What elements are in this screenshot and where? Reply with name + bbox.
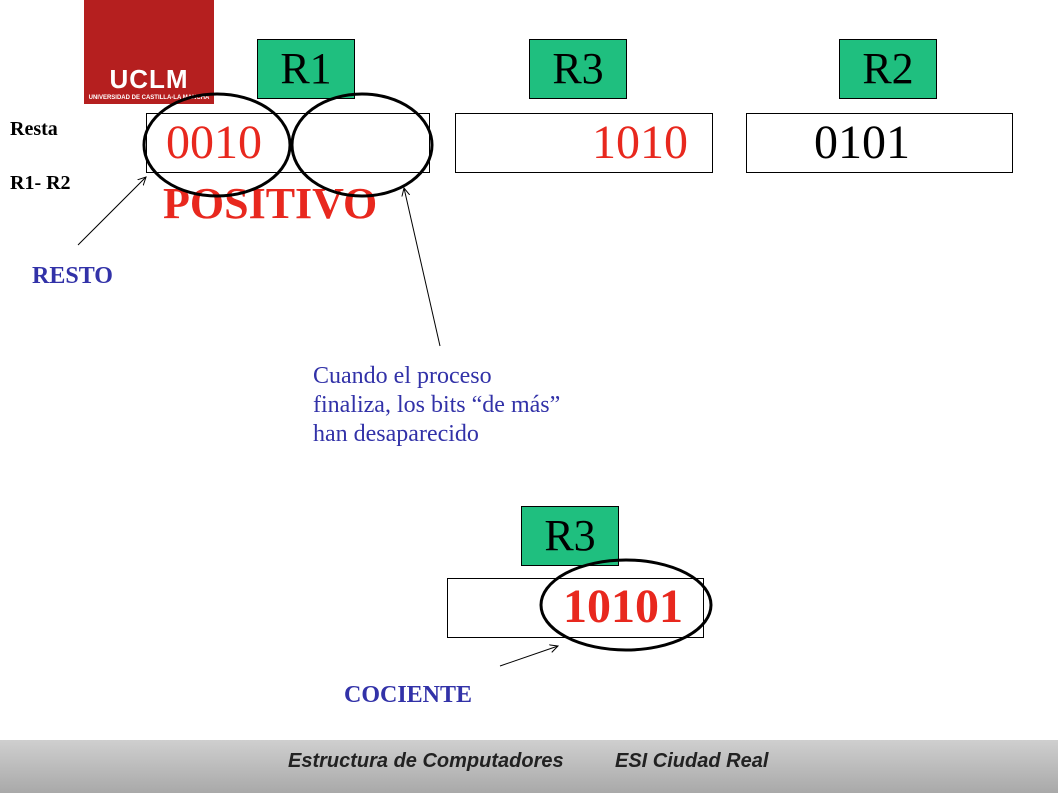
operation-label-line1: Resta — [10, 118, 58, 140]
footer-bar: Estructura de Computadores ESI Ciudad Re… — [0, 740, 1058, 793]
register-label-r3-bottom: R3 — [521, 506, 619, 566]
register-box-r1 — [146, 113, 430, 173]
register-label-r3-top: R3 — [529, 39, 627, 99]
ellipse-extra-bits — [290, 92, 434, 198]
footer-school: ESI Ciudad Real — [615, 750, 769, 772]
note-line-1: Cuando el proceso — [313, 363, 492, 389]
logo-wordmark: UCLM — [109, 64, 189, 94]
arrow-resto — [77, 177, 146, 246]
register-label-r2: R2 — [839, 39, 937, 99]
arrow-cociente — [499, 646, 558, 667]
register-box-r2 — [746, 113, 1013, 173]
sign-positive-text: POSITIVO — [163, 179, 378, 228]
register-label-r1: R1 — [257, 39, 355, 99]
logo-subtitle: UNIVERSIDAD DE CASTILLA-LA MANCHA — [88, 95, 210, 101]
uclm-logo: UCLM UNIVERSIDAD DE CASTILLA-LA MANCHA — [84, 0, 214, 104]
arrow-note — [404, 188, 441, 347]
ellipse-remainder-bits — [142, 92, 292, 198]
ellipse-quotient — [539, 558, 713, 652]
r1-value: 0010 — [166, 116, 262, 169]
note-line-3: han desaparecido — [313, 421, 479, 447]
register-box-r3-top — [455, 113, 713, 173]
register-box-r3-bottom — [447, 578, 704, 638]
note-line-2: finaliza, los bits “de más” — [313, 392, 561, 418]
r3-top-value: 1010 — [592, 116, 688, 169]
resto-label: RESTO — [32, 263, 113, 289]
cociente-label: COCIENTE — [344, 682, 473, 708]
footer-course: Estructura de Computadores — [288, 750, 564, 772]
r3-bottom-value: 10101 — [563, 580, 683, 633]
note-text: Cuando el proceso finaliza, los bits “de… — [313, 362, 560, 449]
operation-label-line2: R1- R2 — [10, 172, 71, 194]
r2-value: 0101 — [814, 116, 910, 169]
